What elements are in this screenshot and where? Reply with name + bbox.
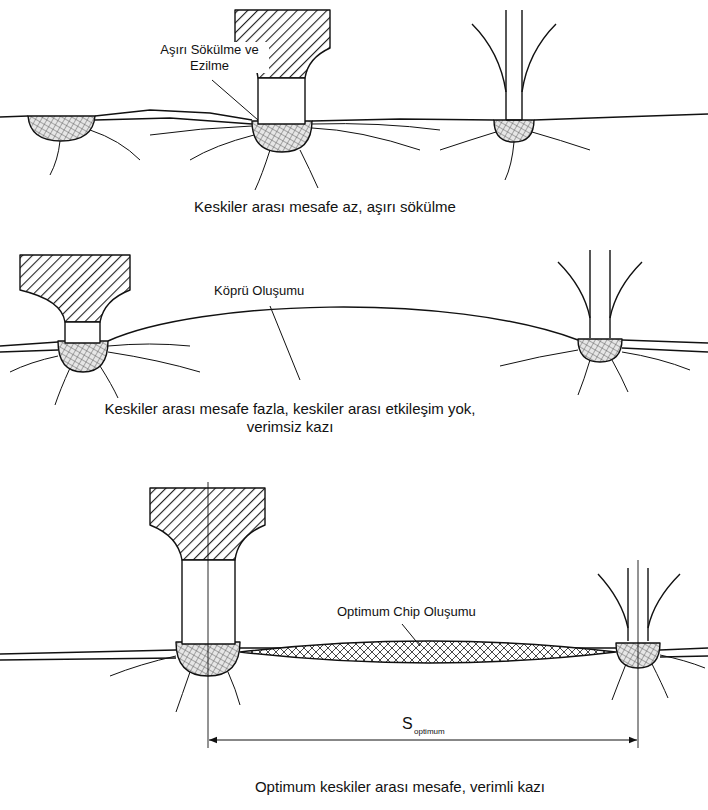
crack-lines [532,132,590,150]
center-line [638,560,639,748]
crack-lines [228,672,240,705]
crack-lines [100,366,118,398]
leader-line [212,80,258,120]
crack-lines [190,135,254,160]
rock-surface [534,114,708,120]
crack-lines [505,142,514,180]
crack-lines [622,352,690,370]
crushed-zone [494,120,534,142]
crushed-zone [28,116,95,141]
crack-lines [612,360,628,392]
part-label: Köprü Oluşumu [212,283,306,299]
cutter-hatched [182,560,235,644]
crack-lines [90,130,140,160]
crack-lines [108,352,200,372]
cutter-hatched [150,488,265,644]
part-label: Aşırı Sökülme ve Ezilme [150,42,269,73]
crushed-zone [176,642,660,676]
cutter-hatched [65,322,100,343]
crack-lines [10,356,58,372]
rock-surface [622,348,708,352]
crack-lines [660,655,705,668]
crack-lines [50,124,590,190]
leader-line [402,624,420,646]
rock-surface [0,116,28,117]
cutter-hatched [20,255,130,322]
crack-lines [10,344,690,405]
leader-line [270,306,300,380]
cutter-outline [598,568,680,641]
crack-lines [255,150,270,190]
crushed-zone [578,339,622,362]
crushed-zone [252,121,312,152]
dimension-line [209,740,637,741]
crack-lines [176,672,190,712]
crack-lines [55,368,70,405]
crack-lines [108,344,190,346]
crack-lines [652,664,668,698]
crack-lines [312,128,420,150]
cutter-outline [648,574,680,628]
caption: Keskiler arası mesafe az, aşırı sökülme [80,198,570,216]
rock-surface [312,119,494,121]
cutter-hatched [20,255,130,343]
cutter-outline [506,119,522,120]
cutter-outline [610,262,642,318]
crack-lines [500,350,578,366]
center-line [208,482,638,748]
rock-surface [0,342,58,346]
caption: Optimum keskiler arası mesafe, verimli k… [130,778,670,796]
cutter-outline [522,24,556,92]
crack-lines [110,655,705,712]
rock-surface [95,118,252,124]
rock-chip [240,641,616,663]
caption: Keskiler arası mesafe fazla, keskiler ar… [75,400,505,436]
crack-lines [300,150,318,188]
crack-lines [578,360,590,395]
cutter-outline [558,250,642,338]
dimension-subscript: optimum [412,727,447,737]
crack-lines [50,141,60,175]
rock-surface [622,340,708,343]
cutting-illustration [0,10,708,748]
cutter-outline [472,10,556,120]
crack-lines [440,132,496,150]
rock-surface [660,648,708,650]
crack-lines [110,656,176,676]
rock-surface [0,350,58,352]
cutter-outline [590,250,610,338]
crack-lines [150,126,252,135]
crack-lines [612,664,626,700]
part-label: Optimum Chip Oluşumu [335,604,478,620]
cutter-outline [472,24,506,92]
rock-surface [0,658,176,660]
rock-surface [108,307,578,341]
rock-surface [0,650,176,654]
crushed-zone [58,339,622,372]
cutter-hatched [150,488,265,560]
cutter-hatched [258,78,305,124]
center-line [208,482,209,748]
cutter-outline [558,262,590,318]
cutter-outline [598,574,628,628]
crack-lines [312,124,440,130]
rock-surface [0,110,708,124]
cutter-outline [506,10,522,120]
